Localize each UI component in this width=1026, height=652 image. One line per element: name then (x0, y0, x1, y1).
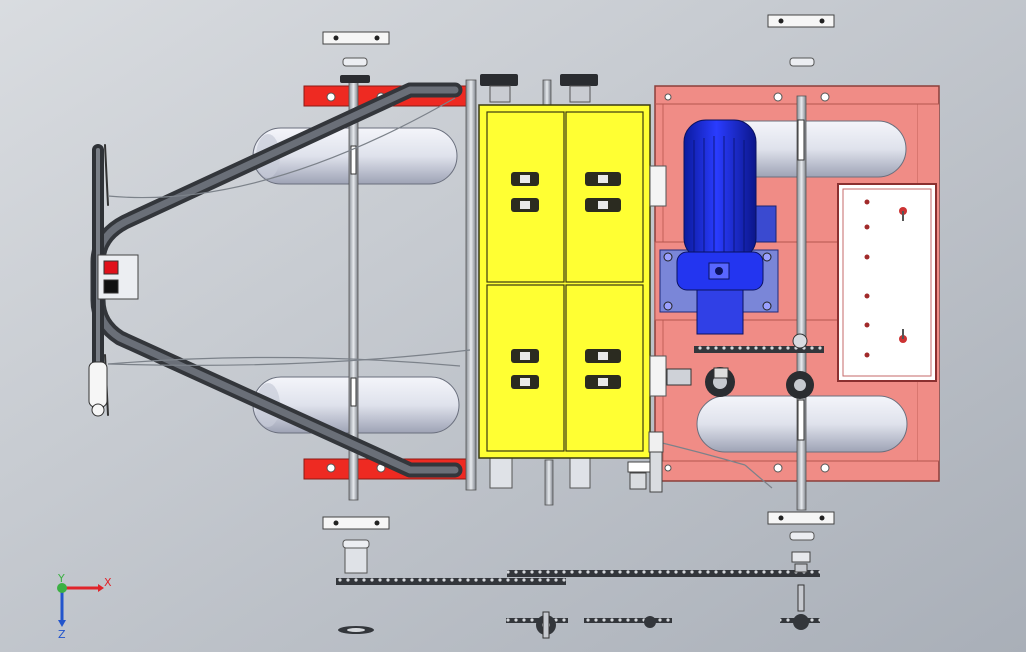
battery-box (478, 104, 651, 459)
mounting-plates (322, 14, 835, 530)
controller-panel (837, 183, 937, 382)
electric-motor (659, 119, 779, 335)
y-axis-label: Y (57, 572, 65, 585)
handle-grip (88, 361, 108, 408)
y-axis-marker (57, 583, 67, 593)
top-gears (480, 74, 598, 489)
rear-chain-drive (694, 333, 824, 399)
orientation-triad: X Y Z (57, 572, 112, 641)
handle-control-box (97, 254, 139, 300)
x-axis-label: X (104, 576, 112, 589)
exploded-sprockets (338, 551, 811, 639)
center-shaft (465, 79, 477, 491)
z-axis-label: Z (58, 628, 66, 641)
rear-axle-shaft (796, 95, 807, 511)
